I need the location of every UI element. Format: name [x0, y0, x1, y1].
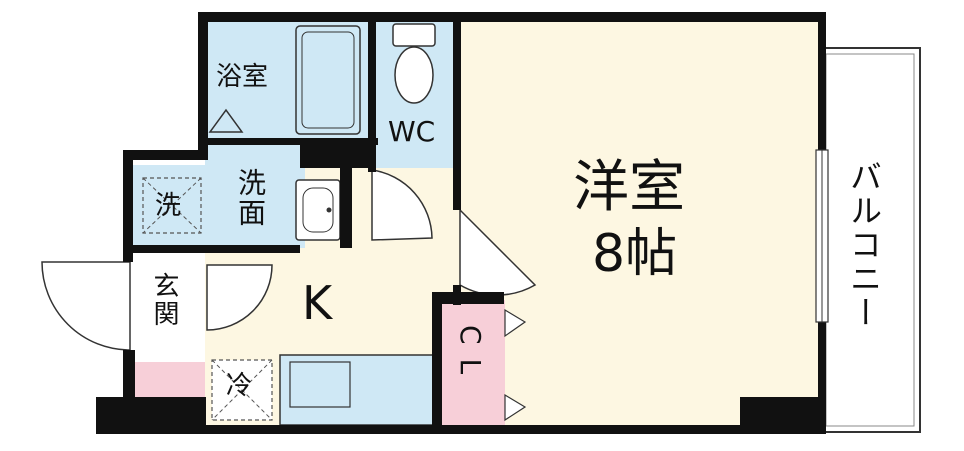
balcony-label: バルコニー	[845, 160, 883, 330]
washbasin-label: 洗面	[234, 168, 267, 228]
entrance-floor	[135, 262, 205, 362]
entrance-label: 玄関	[149, 272, 179, 328]
bathtub	[295, 25, 361, 135]
toilet-label: WC	[388, 115, 436, 148]
doors	[41, 169, 537, 351]
walls	[96, 12, 826, 434]
washer-space	[142, 177, 202, 234]
closet-floor	[440, 300, 505, 425]
fridge-label: 冷	[226, 371, 253, 401]
balcony-window	[815, 149, 829, 323]
kitchen-counter	[279, 354, 436, 426]
wash-basin	[295, 179, 341, 241]
western-room-label: 洋室	[573, 155, 685, 220]
closet-doors	[504, 308, 527, 422]
western-room-floor	[458, 18, 818, 426]
western-room-size: 8帖	[592, 224, 678, 284]
toilet-fixture	[392, 23, 436, 104]
entrance-step	[135, 362, 205, 397]
washer-label: 洗	[155, 191, 182, 221]
kitchen-label: K	[302, 276, 333, 330]
bath-vent-triangle	[208, 108, 244, 133]
balcony	[819, 47, 921, 433]
bathroom-label: 浴室	[216, 62, 269, 92]
washroom-floor	[205, 138, 305, 248]
closet-label: CL	[454, 325, 487, 389]
fridge-space	[211, 359, 273, 421]
